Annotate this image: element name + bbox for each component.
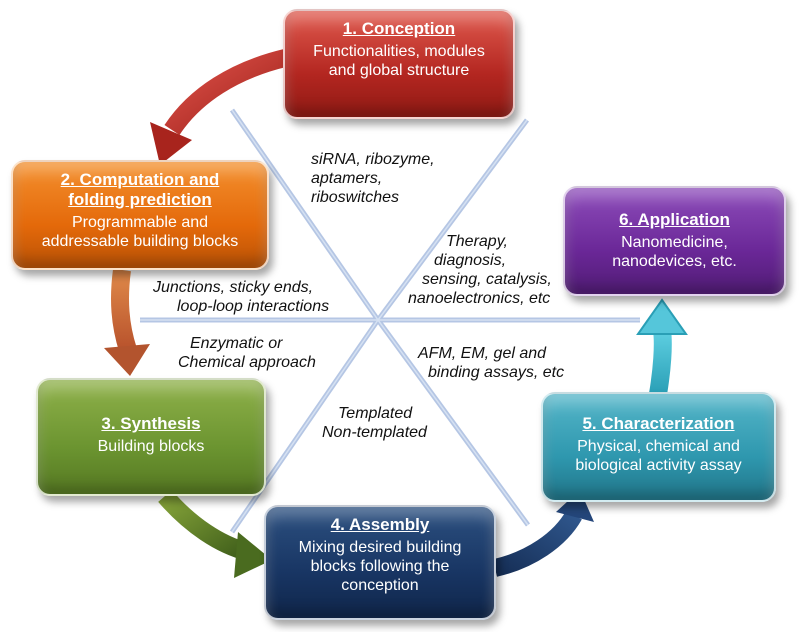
- spoke-label-line: loop-loop interactions: [177, 298, 330, 315]
- step-computation-description: Programmable and addressable building bl…: [13, 213, 267, 251]
- step-conception-description: Functionalities, modules and global stru…: [285, 42, 513, 80]
- step-application-title: 6. Application: [619, 210, 730, 229]
- step-application-description: Nanomedicine, nanodevices, etc.: [565, 233, 784, 271]
- spoke-label-line: Templated: [338, 405, 413, 422]
- step-characterization-line-2: biological activity assay: [575, 457, 742, 474]
- step-computation-line-2: addressable building blocks: [41, 233, 239, 250]
- step-assembly-line-3: conception: [341, 577, 419, 594]
- spoke-label-conception: siRNA, ribozyme, aptamers, riboswitches: [311, 150, 435, 207]
- step-synthesis-description: Building blocks: [38, 437, 264, 456]
- step-assembly-line-1: Mixing desired building: [298, 539, 462, 556]
- arrow-conception-to-computation: [150, 49, 288, 165]
- spoke-label-line: aptamers,: [311, 170, 383, 187]
- step-computation-box: 2. Computation and folding prediction Pr…: [11, 160, 269, 270]
- spoke-label-line: Junctions, sticky ends,: [153, 279, 314, 296]
- step-conception-line-1: Functionalities, modules: [313, 43, 485, 60]
- step-application-line-1: Nanomedicine,: [621, 234, 728, 251]
- spoke-label-line: Therapy,: [446, 233, 508, 250]
- spoke-label-line: diagnosis,: [434, 252, 507, 269]
- step-assembly-line-2: blocks following the: [310, 558, 450, 575]
- arrow-synthesis-to-assembly: [158, 490, 272, 578]
- step-computation-line-1: Programmable and: [71, 214, 209, 231]
- step-assembly-box: 4. Assembly Mixing desired building bloc…: [264, 505, 496, 620]
- step-synthesis-line-1: Building blocks: [97, 438, 205, 455]
- step-computation-title-line-2: folding prediction: [68, 190, 212, 209]
- arrow-assembly-to-characterization: [492, 490, 594, 577]
- step-conception-line-2: and global structure: [328, 62, 470, 79]
- step-application-line-2: nanodevices, etc.: [612, 253, 737, 270]
- arrow-characterization-to-application: [636, 298, 688, 396]
- step-synthesis-box: 3. Synthesis Building blocks: [36, 378, 266, 496]
- step-computation-title-line-1: 2. Computation and: [60, 170, 220, 189]
- step-assembly-title: 4. Assembly: [330, 515, 430, 534]
- spoke-label-line: Enzymatic or: [190, 335, 283, 352]
- spoke-label-characterization: AFM, EM, gel and binding assays, etc: [418, 344, 564, 382]
- spoke-label-line: siRNA, ribozyme,: [311, 151, 435, 168]
- spoke-label-computation: Junctions, sticky ends, loop-loop intera…: [153, 278, 329, 316]
- spoke-label-line: AFM, EM, gel and: [418, 345, 547, 362]
- spoke-label-line: Non-templated: [322, 424, 427, 441]
- step-application-box: 6. Application Nanomedicine, nanodevices…: [563, 186, 786, 296]
- step-conception-title: 1. Conception: [342, 19, 456, 38]
- spoke-label-application: Therapy, diagnosis, sensing, catalysis, …: [408, 232, 552, 308]
- arrow-computation-to-synthesis: [104, 268, 150, 376]
- spoke-label-line: binding assays, etc: [428, 364, 565, 381]
- step-characterization-box: 5. Characterization Physical, chemical a…: [541, 392, 776, 502]
- spoke-label-line: sensing, catalysis,: [422, 271, 552, 288]
- spoke-label-line: nanoelectronics, etc: [408, 290, 551, 307]
- step-synthesis-title: 3. Synthesis: [101, 414, 201, 433]
- spoke-label-line: riboswitches: [311, 189, 400, 206]
- step-assembly-description: Mixing desired building blocks following…: [266, 538, 494, 595]
- spoke-label-line: Chemical approach: [178, 354, 316, 371]
- step-characterization-line-1: Physical, chemical and: [577, 438, 740, 455]
- spoke-label-assembly: Templated Non-templated: [322, 404, 427, 442]
- step-characterization-title: 5. Characterization: [582, 414, 735, 433]
- step-characterization-description: Physical, chemical and biological activi…: [543, 437, 774, 475]
- step-computation-title: 2. Computation and folding prediction: [13, 170, 267, 210]
- spoke-label-synthesis: Enzymatic or Chemical approach: [178, 334, 316, 372]
- step-conception-box: 1. Conception Functionalities, modules a…: [283, 9, 515, 119]
